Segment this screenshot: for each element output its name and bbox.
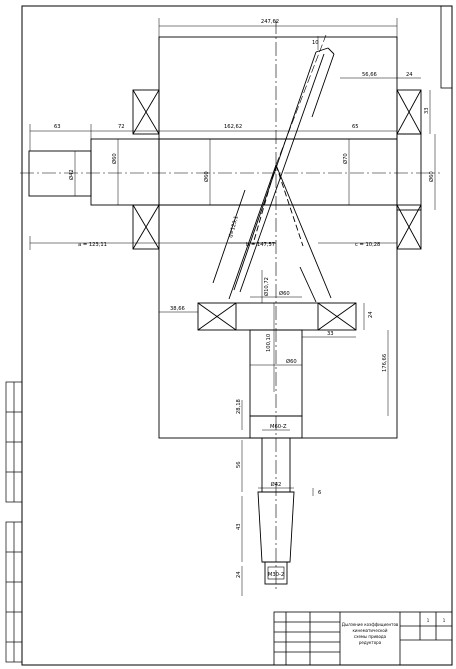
dim-bot-dia-42: Ø42 <box>271 481 282 488</box>
dimension-lines <box>29 18 436 596</box>
dim-shaft-m: M60-Z <box>270 424 287 430</box>
sheet-count: 1 <box>443 618 446 623</box>
dim-top-small: 10 <box>312 40 319 46</box>
title-line-3: схемы привода <box>354 634 387 639</box>
dim-right-upper-b: 24 <box>406 72 413 78</box>
title-block-text: Дѡлзение коэффициентов кинематической сх… <box>342 618 446 645</box>
dim-vert-56: 56 <box>236 461 242 468</box>
dim-left-72: 72 <box>118 124 125 130</box>
title-line-1: Дѡлзение коэффициентов <box>342 622 399 627</box>
dim-shaft-100: 100,10 <box>266 334 272 352</box>
dim-right-dia-70: Ø70 <box>342 153 349 164</box>
dim-right-dia-60: Ø60 <box>428 171 435 182</box>
dim-right-side: 33 <box>424 107 430 114</box>
dim-bot-m: M30-2 <box>268 572 284 578</box>
dim-bottom-left: a = 123,11 <box>78 242 107 248</box>
dim-bottom-right: c = 10,28 <box>355 242 380 248</box>
dim-hub-33: 33 <box>327 331 334 337</box>
dim-shaft-dia-60: Ø60 <box>286 358 297 365</box>
dim-bot-6: 6 <box>318 490 321 496</box>
dimension-labels: 247,62 10 56,66 24 33 63 72 162,62 65 Ø4… <box>54 19 435 578</box>
dim-right-vert: 176,66 <box>382 354 388 372</box>
output-shaft <box>257 437 295 585</box>
dim-hub-left: 38,66 <box>170 306 185 312</box>
sheet-frame <box>21 5 453 666</box>
dim-bevel-label: d=123,1 <box>228 215 240 238</box>
dim-bottom-mid: b = 147,57 <box>246 242 275 248</box>
left-margin-stamp <box>5 381 23 663</box>
dim-center-dia-60: Ø60 <box>203 171 210 182</box>
right-bearings <box>396 89 422 250</box>
lower-hub <box>197 302 357 439</box>
housing <box>158 36 398 439</box>
horizontal-shaft <box>20 133 440 211</box>
sheet-number: 1 <box>427 618 430 623</box>
dim-left-dia-42: Ø42 <box>68 169 75 180</box>
dim-top-width: 247,62 <box>261 19 279 25</box>
dim-left-dia-60: Ø60 <box>111 153 118 164</box>
dim-hub-right: 24 <box>368 311 374 318</box>
title-line-4: редуктора <box>359 640 382 645</box>
dim-vert-10: Ø10,72 <box>263 277 270 296</box>
left-bearings <box>132 89 160 250</box>
dim-mid-dia-60: Ø60 <box>279 290 290 297</box>
dim-left-vert-28: 28,18 <box>236 399 242 414</box>
dim-bot-24: 24 <box>236 571 242 578</box>
dim-bot-43: 43 <box>236 523 242 530</box>
dim-right-65: 65 <box>352 124 359 130</box>
dim-center-162: 162,62 <box>224 124 242 130</box>
title-block <box>273 611 453 666</box>
bevel-gear <box>212 34 335 303</box>
dim-left-63: 63 <box>54 124 61 130</box>
dim-right-upper: 56,66 <box>362 72 377 78</box>
title-line-2: кинематической <box>353 628 388 633</box>
